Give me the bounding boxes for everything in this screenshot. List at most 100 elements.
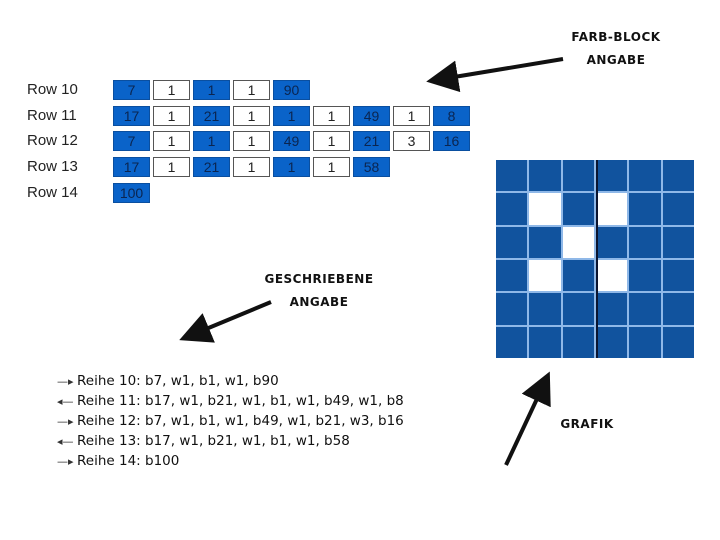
blue-block: 1 <box>273 105 310 126</box>
arrow-left-icon: ◂— <box>57 395 74 408</box>
blue-block: 1 <box>193 131 230 152</box>
callout-line: GESCHRIEBENE <box>264 272 374 286</box>
written-row: —▸Reihe 12: b7, w1, b1, w1, b49, w1, b21… <box>57 412 404 431</box>
arrow-geschriebene <box>179 300 272 343</box>
callout-line: FARB-BLOCK <box>571 30 661 44</box>
blue-cell <box>529 326 561 358</box>
blue-block: 1 <box>273 157 310 178</box>
blue-block: 49 <box>353 105 390 126</box>
blue-block: 7 <box>113 131 150 152</box>
blue-cell <box>596 326 628 358</box>
blue-cell <box>562 293 594 325</box>
blue-cell <box>629 326 661 358</box>
blue-cell <box>662 293 694 325</box>
white-block: 1 <box>313 105 350 126</box>
blue-block: 1 <box>193 80 230 100</box>
blue-block: 17 <box>113 105 150 126</box>
white-block: 1 <box>233 105 270 126</box>
arrow-right-icon: —▸ <box>57 375 74 388</box>
white-block: 1 <box>233 157 270 178</box>
blue-cell <box>596 293 628 325</box>
white-cell <box>596 193 628 225</box>
blue-cell <box>496 193 528 225</box>
blue-block: 21 <box>353 131 390 152</box>
blue-cell <box>529 293 561 325</box>
blue-block: 90 <box>273 80 310 100</box>
arrow-farb-block <box>426 57 564 93</box>
arrow-right-icon: —▸ <box>57 415 74 428</box>
written-row: ◂—Reihe 13: b17, w1, b21, w1, b1, w1, b5… <box>57 432 350 451</box>
arrow-left-icon: ◂— <box>57 435 74 448</box>
blue-cell <box>629 260 661 292</box>
written-row: —▸Reihe 10: b7, w1, b1, w1, b90 <box>57 372 279 391</box>
row-label: Row 14 <box>27 183 78 201</box>
row-label: Row 13 <box>27 158 78 176</box>
pattern-graphic-grid <box>496 160 694 358</box>
row-label: Row 12 <box>27 132 78 150</box>
blue-cell <box>662 193 694 225</box>
blue-cell <box>562 193 594 225</box>
blue-cell <box>529 160 561 192</box>
blue-cell <box>629 160 661 192</box>
white-cell <box>529 193 561 225</box>
blue-cell <box>529 226 561 258</box>
callout-farb-block: FARB-BLOCK ANGABE <box>560 26 672 72</box>
white-cell <box>562 226 594 258</box>
blue-cell <box>662 326 694 358</box>
row-label: Row 10 <box>27 81 78 98</box>
blue-block: 21 <box>193 157 230 178</box>
white-block: 1 <box>393 105 430 126</box>
blue-cell <box>629 193 661 225</box>
white-block: 1 <box>233 131 270 152</box>
white-block: 1 <box>153 105 190 126</box>
grid-center-line <box>596 160 598 358</box>
written-row: —▸Reihe 14: b100 <box>57 452 179 471</box>
callout-grafik: GRAFIK <box>560 417 614 431</box>
arrow-grafik <box>504 371 551 466</box>
blue-cell <box>496 260 528 292</box>
blue-cell <box>562 260 594 292</box>
blue-cell <box>496 226 528 258</box>
blue-cell <box>496 293 528 325</box>
blue-cell <box>562 326 594 358</box>
blue-block: 100 <box>113 182 150 203</box>
written-row: ◂—Reihe 11: b17, w1, b21, w1, b1, w1, b4… <box>57 392 404 411</box>
written-row-text: Reihe 12: b7, w1, b1, w1, b49, w1, b21, … <box>77 413 404 429</box>
arrow-right-icon: —▸ <box>57 455 74 468</box>
white-block: 1 <box>313 157 350 178</box>
blue-cell <box>496 326 528 358</box>
blue-cell <box>596 160 628 192</box>
blue-block: 49 <box>273 131 310 152</box>
blue-block: 17 <box>113 157 150 178</box>
callout-geschriebene: GESCHRIEBENE ANGABE <box>252 268 386 314</box>
blue-cell <box>662 226 694 258</box>
blue-block: 8 <box>433 105 470 126</box>
white-cell <box>529 260 561 292</box>
blue-cell <box>662 160 694 192</box>
written-row-text: Reihe 13: b17, w1, b21, w1, b1, w1, b58 <box>77 433 350 449</box>
white-block: 1 <box>313 131 350 152</box>
white-cell <box>596 260 628 292</box>
white-block: 3 <box>393 131 430 152</box>
blue-block: 7 <box>113 80 150 100</box>
blue-block: 21 <box>193 105 230 126</box>
white-block: 1 <box>153 131 190 152</box>
blue-cell <box>496 160 528 192</box>
white-block: 1 <box>153 157 190 178</box>
blue-cell <box>562 160 594 192</box>
written-row-text: Reihe 11: b17, w1, b21, w1, b1, w1, b49,… <box>77 393 404 409</box>
callout-line: ANGABE <box>289 295 349 309</box>
white-block: 1 <box>153 80 190 100</box>
blue-cell <box>629 293 661 325</box>
written-row-text: Reihe 10: b7, w1, b1, w1, b90 <box>77 373 279 389</box>
written-row-text: Reihe 14: b100 <box>77 453 180 469</box>
blue-cell <box>596 226 628 258</box>
blue-cell <box>629 226 661 258</box>
callout-line: ANGABE <box>586 53 646 67</box>
blue-block: 16 <box>433 131 470 152</box>
white-block: 1 <box>233 80 270 100</box>
blue-block: 58 <box>353 157 390 178</box>
blue-cell <box>662 260 694 292</box>
